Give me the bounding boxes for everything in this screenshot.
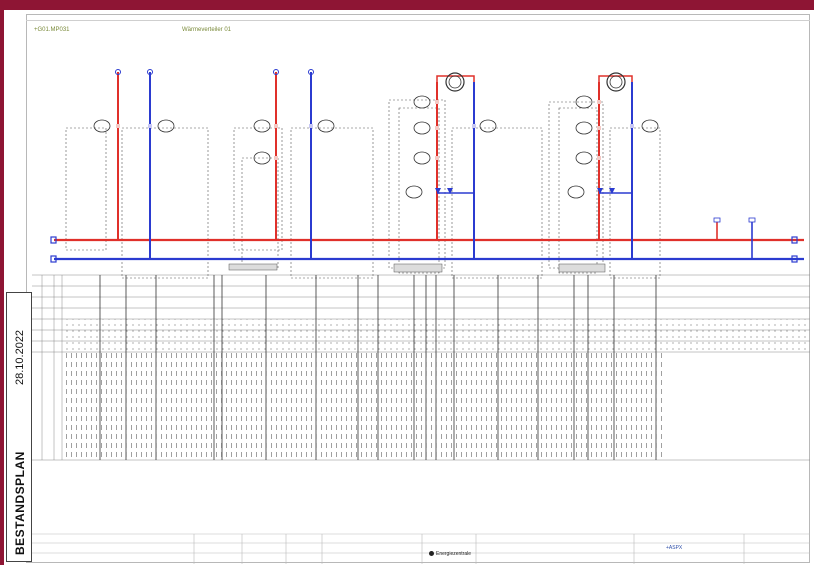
logo-icon (429, 551, 434, 557)
plan-date: 28.10.2022 (14, 329, 26, 385)
company-logo: Energiezentrale (429, 551, 471, 557)
sheet-code: +ASPX (666, 545, 683, 551)
drawing-sheet: +G01.MP031 Wärmeverteiler 01 (4, 10, 814, 565)
storage-tank-icon (445, 72, 465, 92)
sensor-gauges (93, 95, 659, 199)
valve-icon (435, 188, 441, 194)
drawing-title: Wärmeverteiler 01 (182, 27, 232, 33)
control-boxes (65, 99, 661, 279)
signal-description-texts (62, 352, 662, 460)
schematic (32, 69, 810, 564)
sensor-taps-return (148, 124, 634, 128)
header-end-caps (50, 236, 798, 263)
drawing-id: +G01.MP031 (34, 27, 70, 33)
valve-icon (597, 188, 603, 194)
sensor-taps (116, 100, 601, 160)
storage-tank-icon (606, 72, 626, 92)
terminal-blocks (228, 263, 606, 273)
plan-status-label: BESTANDSPLAN (13, 451, 27, 555)
drawing-frame (26, 14, 810, 563)
grid-ruler (26, 14, 810, 21)
plan-label-box: BESTANDSPLAN 28.10.2022 (6, 292, 32, 562)
signal-dot-matrix (62, 319, 810, 352)
titleblock-grid (32, 533, 810, 564)
